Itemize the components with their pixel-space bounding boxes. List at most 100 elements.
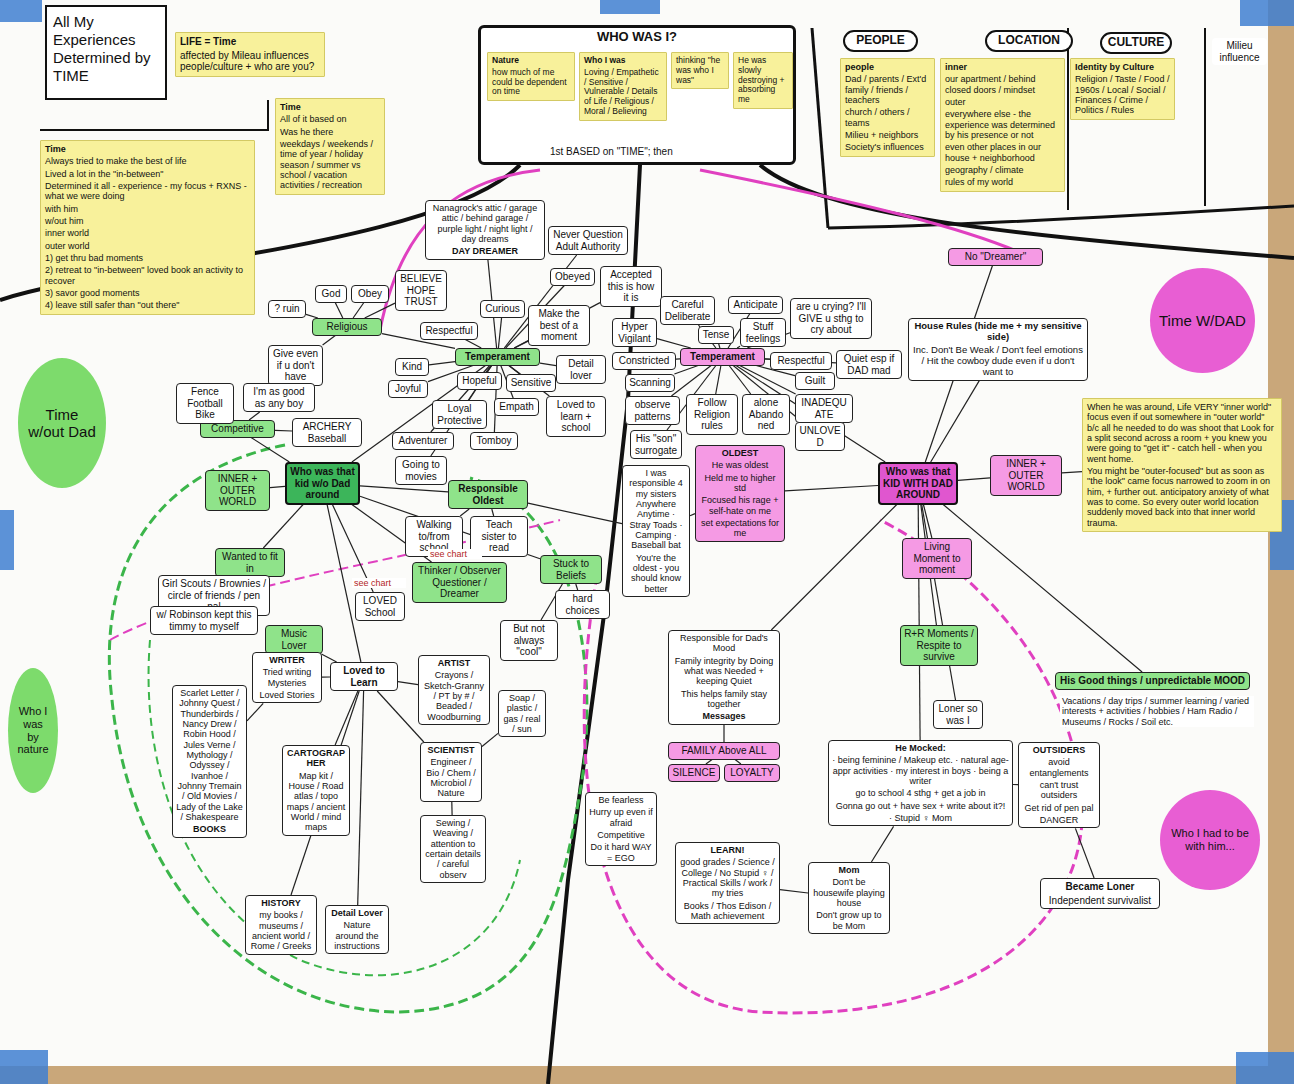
sticky-note: TimeAll of it based onWas he thereweekda… bbox=[275, 98, 385, 195]
connector bbox=[321, 654, 336, 662]
idea-box: Going to movies bbox=[395, 456, 447, 485]
node-text: INADEQUATE bbox=[799, 397, 849, 420]
node-text: DANGER bbox=[1022, 815, 1096, 825]
connector bbox=[275, 430, 292, 432]
node-text: Family integrity by Doing what was Neede… bbox=[672, 656, 776, 687]
node-text: Always tried to make the best of life bbox=[45, 156, 250, 166]
connector bbox=[780, 890, 808, 893]
connector bbox=[249, 412, 260, 420]
node-text: w/out him bbox=[45, 216, 250, 226]
connector bbox=[322, 676, 330, 677]
node-text: FAMILY Above ALL bbox=[672, 745, 776, 757]
node-text: You're the oldest - you should know bett… bbox=[626, 553, 686, 594]
node-text: Responsible Oldest bbox=[452, 483, 524, 506]
node-text: Accepted this is how it is bbox=[604, 269, 658, 304]
idea-box: Joyful bbox=[388, 380, 428, 398]
pink-highlight-box: SILENCE bbox=[668, 764, 720, 782]
node-text: people bbox=[845, 62, 930, 72]
idea-box: Detail lover bbox=[556, 355, 606, 384]
node-text: Society's influences bbox=[845, 142, 930, 152]
connector bbox=[460, 509, 469, 516]
connector bbox=[671, 366, 711, 397]
node-text: Hopeful bbox=[461, 375, 498, 387]
divider-line bbox=[828, 206, 1294, 228]
connector bbox=[251, 438, 289, 463]
idea-box: SCIENTISTEngineer / Bio / Chem / Microbi… bbox=[420, 742, 482, 802]
node-text: Never Question Adult Authority bbox=[552, 229, 624, 252]
pink-highlight-box: FAMILY Above ALL bbox=[668, 742, 780, 760]
connector bbox=[1075, 828, 1094, 878]
pink-highlight-box: LOYALTY bbox=[724, 764, 780, 782]
node-text: SILENCE bbox=[672, 767, 716, 779]
node-text: LOCATION bbox=[990, 34, 1068, 48]
node-text: Who was that kid w/o Dad around bbox=[290, 466, 355, 501]
idea-box: Empath bbox=[494, 398, 539, 416]
node-text: Hyper Vigilant bbox=[616, 321, 653, 344]
pink-circle: Who I had to be with him... bbox=[1160, 790, 1260, 890]
connector bbox=[429, 362, 455, 365]
node-text: CARTOGRAPHER bbox=[286, 748, 346, 769]
node-text: INNER + OUTER WORLD bbox=[994, 458, 1058, 493]
node-text: Tense bbox=[702, 329, 730, 341]
node-text: HISTORY bbox=[249, 898, 313, 908]
node-text: Determined it all - experience - my focu… bbox=[45, 181, 250, 202]
node-text: Held me to higher std bbox=[699, 473, 781, 494]
connector bbox=[451, 802, 453, 815]
node-text: Dad / parents / Ext'd family / friends /… bbox=[845, 74, 930, 105]
node-text: hard choices bbox=[559, 593, 606, 616]
node-text: weekdays / weekends / time of year / hol… bbox=[280, 139, 380, 191]
green-highlight-box: His Good things / unpredictable MOOD bbox=[1055, 672, 1250, 690]
connector bbox=[482, 733, 498, 746]
idea-box: Be fearlessHurry up even if afraidCompet… bbox=[585, 792, 657, 866]
node-text: geography / climate bbox=[945, 165, 1060, 175]
node-text: Focused his rage + self-hate on me bbox=[699, 495, 781, 516]
connector bbox=[931, 381, 980, 462]
node-text: Nature around the instructions bbox=[329, 920, 385, 951]
node-text: go to school 4 sthg + get a job in bbox=[832, 788, 1009, 798]
connector bbox=[323, 336, 336, 346]
connector bbox=[335, 691, 358, 745]
node-text: Detail lover bbox=[560, 358, 602, 381]
node-text: Curious bbox=[484, 303, 521, 315]
hub-box: Who was that KID WITH DAD AROUND bbox=[878, 462, 958, 505]
node-text: even other places in our house + neighbo… bbox=[945, 142, 1060, 163]
node-text: 4) leave still safer than "out there" bbox=[45, 300, 250, 310]
node-text: · Stupid ♀ Mom bbox=[832, 813, 1009, 823]
connector bbox=[540, 363, 556, 366]
node-text: Sensitive bbox=[510, 377, 552, 389]
connector bbox=[871, 826, 893, 862]
node-text: Nanagrock's attic / garage attic / behin… bbox=[429, 203, 541, 244]
connector bbox=[360, 486, 448, 492]
cardboard-edge bbox=[0, 1066, 1294, 1084]
note-label: see chart bbox=[352, 578, 406, 588]
blue-tape bbox=[0, 510, 14, 570]
connector bbox=[1062, 472, 1082, 473]
sticky-note: Naturehow much of me could be dependent … bbox=[487, 52, 575, 101]
connector bbox=[263, 505, 303, 549]
idea-box: Scarlet Letter / Johnny Quest / Thunderb… bbox=[172, 685, 247, 838]
idea-box: MomDon't be housewife playing houseDon't… bbox=[808, 862, 890, 934]
node-text: our apartment / behind closed doors / mi… bbox=[945, 74, 1060, 95]
idea-box: Scanning bbox=[625, 374, 675, 392]
idea-box: LEARN!good grades / Science / College / … bbox=[675, 842, 780, 924]
node-text: Be fearless bbox=[589, 795, 653, 805]
idea-box: But not always "cool" bbox=[500, 620, 558, 661]
node-text: Lived a lot in the "in-between" bbox=[45, 169, 250, 179]
node-text: inner bbox=[945, 62, 1060, 72]
sticky-note: TimeAlways tried to make the best of lif… bbox=[40, 140, 255, 315]
node-text: Respectful bbox=[774, 355, 828, 367]
node-text: Music Lover bbox=[269, 628, 319, 651]
node-text: INNER + OUTER WORLD bbox=[209, 473, 266, 508]
idea-box: Guilt bbox=[795, 372, 835, 390]
idea-box: Soap / plastic / gas / real / sun bbox=[498, 690, 546, 737]
node-text: Don't be housewife playing house bbox=[812, 877, 886, 908]
node-text: observe patterns bbox=[629, 399, 676, 422]
node-text: ? ruin bbox=[272, 303, 302, 315]
idea-box: I was responsible 4 my sisters Anywhere … bbox=[622, 465, 690, 597]
category-heading: PEOPLE bbox=[843, 30, 918, 52]
node-text: Temperament bbox=[459, 351, 536, 363]
green-loop bbox=[109, 445, 587, 1012]
node-text: Time W/DAD bbox=[1159, 312, 1246, 329]
node-text: UNLOVED bbox=[799, 425, 841, 448]
